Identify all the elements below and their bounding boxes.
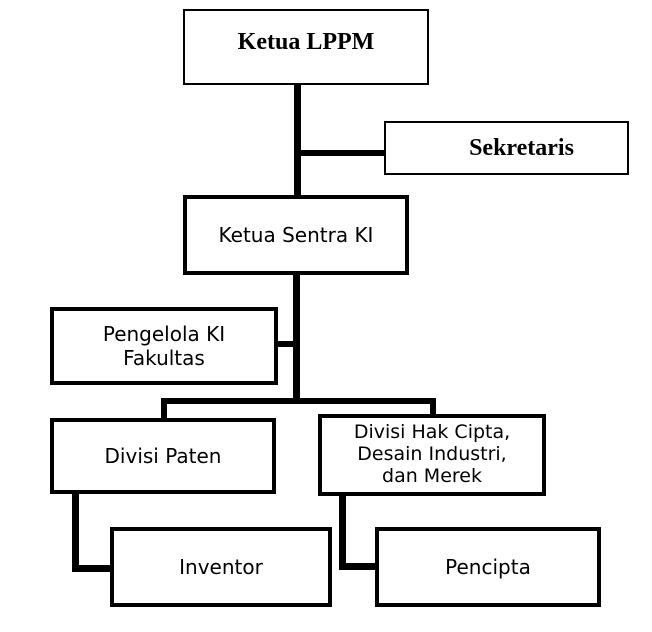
box-ketua-sentra-ki: Ketua Sentra KI [183,195,409,275]
box-sekretaris: Sekretaris [384,121,629,175]
connector-lppm-to-sentra [294,84,301,196]
connector-to-divisi-hak-cipta [430,398,436,416]
box-pencipta: Pencipta [375,527,601,607]
connector-paten-down [72,492,79,572]
pencipta-label: Pencipta [445,555,531,579]
connector-division-bar [161,398,436,404]
box-ketua-lppm: Ketua LPPM [183,9,429,85]
connector-to-inventor [72,565,112,572]
box-pengelola-ki-fakultas: Pengelola KI Fakultas [50,307,278,385]
pengelola-ki-fakultas-label: Pengelola KI Fakultas [102,322,226,370]
connector-sentra-trunk [293,273,300,401]
connector-hak-cipta-down [339,494,346,570]
connector-to-pencipta [339,563,377,570]
box-inventor: Inventor [110,527,332,607]
ketua-sentra-ki-label: Ketua Sentra KI [218,223,374,247]
divisi-paten-label: Divisi Paten [104,444,222,468]
connector-to-divisi-paten [161,398,167,420]
ketua-lppm-label: Ketua LPPM [237,29,375,55]
connector-to-sekretaris [297,150,385,156]
connector-to-pengelola [276,341,298,347]
inventor-label: Inventor [179,555,263,579]
box-divisi-hak-cipta: Divisi Hak Cipta, Desain Industri, dan M… [318,414,546,496]
box-divisi-paten: Divisi Paten [50,418,276,494]
sekretaris-label: Sekretaris [469,134,574,161]
divisi-hak-cipta-label: Divisi Hak Cipta, Desain Industri, dan M… [353,421,511,487]
